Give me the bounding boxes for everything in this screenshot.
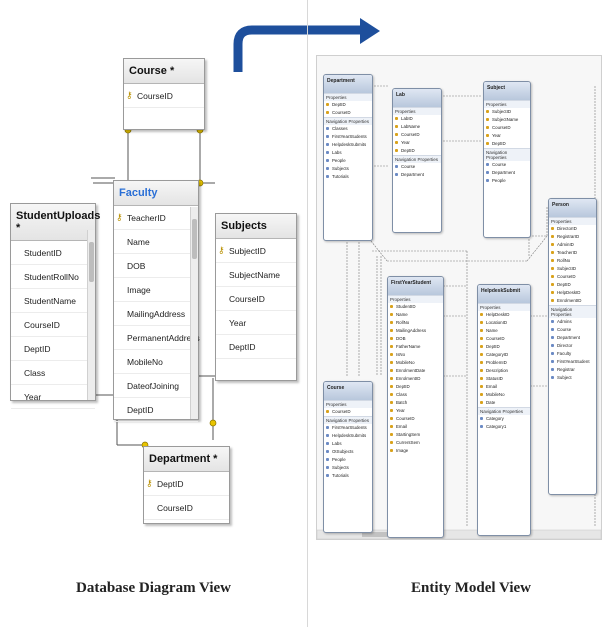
table-column: Image (114, 278, 198, 302)
table-title: Course * (124, 59, 204, 84)
entity-lab[interactable]: Lab Properties LabID LabName CourseID Ye… (392, 88, 442, 233)
table-column: DeptID (11, 337, 95, 361)
entity-person[interactable]: Person Properties DirectorID RegistrarID… (548, 198, 597, 495)
view-divider (307, 0, 308, 627)
entity-course[interactable]: Course Properties CourseID Navigation Pr… (323, 381, 373, 533)
primary-key-icon: ⚷ (218, 245, 225, 255)
db-table-subjects[interactable]: Subjects ⚷SubjectID SubjectName CourseID… (215, 213, 297, 381)
table-column: Name (114, 230, 198, 254)
entity-title: Department (324, 75, 372, 93)
table-column: MobileNo (114, 350, 198, 374)
table-column: MailingAddress (114, 302, 198, 326)
table-column: SubjectName (216, 263, 296, 287)
entity-department[interactable]: Department Properties DeptID CourseID Na… (323, 74, 373, 241)
table-scrollbar[interactable] (87, 230, 95, 400)
table-column: CourseID (144, 496, 229, 520)
table-column: ⚷CourseID (124, 84, 204, 108)
caption-database-diagram-view: Database Diagram View (76, 580, 231, 596)
entity-helpdesk-submit[interactable]: HelpdeskSubmit Properties HelpDeskID Loc… (477, 284, 531, 536)
table-column: Class (11, 361, 95, 385)
table-column: StudentName (11, 289, 95, 313)
table-column: DeptID (216, 335, 296, 359)
entity-first-year-student[interactable]: FirstYearStudent Properties StudentID Na… (387, 276, 444, 538)
table-title: Subjects (216, 214, 296, 239)
table-column: CourseID (216, 287, 296, 311)
table-column: PermanentAddress (114, 326, 200, 350)
table-column: ⚷DeptID (144, 472, 229, 496)
table-scrollbar[interactable] (190, 207, 198, 419)
entity-title: Lab (393, 89, 441, 107)
primary-key-icon: ⚷ (116, 212, 123, 222)
entity-title: Subject (484, 82, 530, 100)
table-title: Department * (144, 447, 229, 472)
entity-title: Course (324, 382, 372, 400)
table-column: StudentID (11, 241, 95, 265)
db-table-student-uploads[interactable]: StudentUploads * StudentID StudentRollNo… (10, 203, 100, 409)
entity-model-canvas[interactable]: Department Properties DeptID CourseID Na… (316, 55, 602, 540)
primary-key-icon: ⚷ (126, 90, 133, 100)
table-column: Year (11, 385, 95, 409)
table-column: StudentRollNo (11, 265, 95, 289)
table-column: DOB (114, 254, 198, 278)
table-title: StudentUploads * (11, 204, 100, 241)
entity-title: FirstYearStudent (388, 277, 443, 295)
table-column: CourseID (11, 313, 95, 337)
table-column: Year (216, 311, 296, 335)
table-column: ⚷TeacherID (114, 206, 198, 230)
db-table-course[interactable]: Course * ⚷CourseID (123, 58, 205, 130)
entity-subject[interactable]: Subject Properties SubjectID SubjectName… (483, 81, 531, 238)
table-title: Faculty (114, 181, 198, 206)
table-column: DeptID (114, 398, 198, 422)
db-table-department[interactable]: Department * ⚷DeptID CourseID (143, 446, 230, 524)
db-table-faculty[interactable]: Faculty ⚷TeacherID Name DOB Image Mailin… (113, 180, 200, 422)
entity-title: HelpdeskSubmit (478, 285, 530, 303)
caption-entity-model-view: Entity Model View (411, 580, 531, 596)
entity-title: Person (549, 199, 596, 217)
table-column: DateofJoining (114, 374, 198, 398)
table-column: ⚷SubjectID (216, 239, 296, 263)
primary-key-icon: ⚷ (146, 478, 153, 488)
